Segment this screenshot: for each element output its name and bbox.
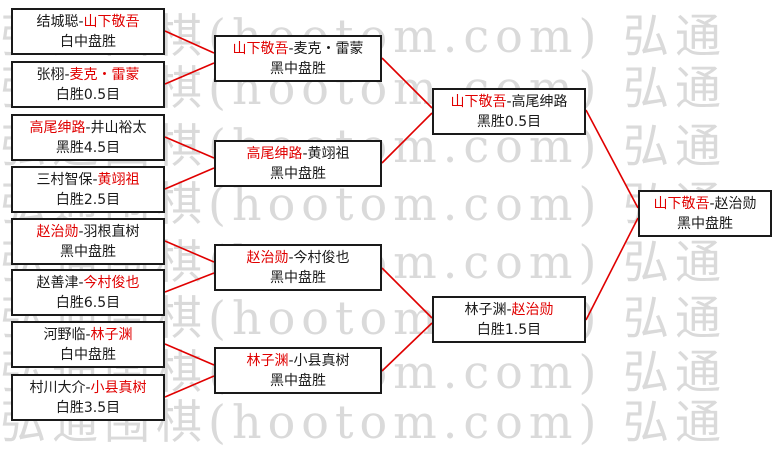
winner-name: 山下敬吾 [83,13,140,30]
winner-name: 林子渊 [90,326,133,343]
match-players: 河野临-林子渊 [43,326,133,343]
player-name: 三村智保 [36,171,93,188]
connector [164,167,215,190]
match-box: 河野临-林子渊 白中盘胜 [11,321,165,368]
winner-name: 林子渊 [246,352,289,369]
match-box: 山下敬吾-高尾绅路 黑胜0.5目 [432,88,586,135]
match-players: 高尾绅路-黄翊祖 [246,145,350,162]
player-name: 林子渊 [464,301,507,318]
winner-name: 小县真树 [90,379,147,396]
match-box: 赵善津-今村俊也 白胜6.5目 [11,269,165,316]
connector [164,272,215,293]
match-players: 三村智保-黄翊祖 [36,171,140,188]
player-name: 羽根直树 [83,223,140,240]
connector [164,343,215,366]
player-name: 井山裕太 [90,119,147,136]
player-name: 结城聪 [36,13,79,30]
match-result: 白胜1.5目 [476,321,542,338]
winner-name: 赵治勋 [246,249,289,266]
match-players: 赵治勋-羽根直树 [36,223,140,240]
player-name: 黄翊祖 [307,145,350,162]
connector [381,112,433,164]
match-box: 高尾绅路-井山裕太 黑胜4.5目 [11,114,165,161]
connector [164,240,215,263]
match-players: 山下敬吾-赵治勋 [653,195,757,212]
match-players: 张栩-麦克・雷蒙 [36,66,140,83]
match-result: 白胜3.5目 [55,399,121,416]
match-result: 黑中盘胜 [270,269,326,286]
match-result: 黑胜0.5目 [476,113,542,130]
match-box: 三村智保-黄翊祖 白胜2.5目 [11,166,165,213]
winner-name: 今村俊也 [83,274,140,291]
match-players: 高尾绅路-井山裕太 [29,119,147,136]
match-result: 黑中盘胜 [60,243,116,260]
connector [164,30,215,54]
match-result: 白胜2.5目 [55,191,121,208]
player-name: 赵治勋 [714,195,757,212]
match-result: 黑中盘胜 [270,372,326,389]
connector [381,267,433,319]
match-box: 村川大介-小县真树 白胜3.5目 [11,374,165,421]
match-box: 林子渊-小县真树 黑中盘胜 [214,347,382,394]
match-result: 黑中盘胜 [270,165,326,182]
match-box: 高尾绅路-黄翊祖 黑中盘胜 [214,140,382,187]
connector [164,62,215,85]
match-players: 赵治勋-今村俊也 [246,249,350,266]
match-players: 山下敬吾-高尾绅路 [450,93,568,110]
match-players: 林子渊-小县真树 [246,352,350,369]
match-players: 村川大介-小县真树 [29,379,147,396]
match-box: 结城聪-山下敬吾 白中盘胜 [11,8,165,55]
winner-name: 麦克・雷蒙 [69,66,140,83]
match-result: 白中盘胜 [60,346,116,363]
match-box: 张栩-麦克・雷蒙 白胜0.5目 [11,61,165,108]
winner-name: 山下敬吾 [653,195,710,212]
match-result: 黑胜4.5目 [55,139,121,156]
connector [585,109,639,209]
match-result: 白胜0.5目 [55,86,121,103]
player-name: 村川大介 [29,379,86,396]
match-result: 黑中盘胜 [677,215,733,232]
connector [381,57,433,109]
bracket-connectors [164,30,639,398]
winner-name: 赵治勋 [36,223,79,240]
match-box: 山下敬吾-麦克・雷蒙 黑中盘胜 [214,35,382,82]
player-name: 高尾绅路 [511,93,568,110]
connector [381,322,433,372]
winner-name: 山下敬吾 [232,40,289,57]
match-result: 黑中盘胜 [270,60,326,77]
match-box: 赵治勋-今村俊也 黑中盘胜 [214,244,382,291]
winner-name: 山下敬吾 [450,93,507,110]
connector [164,136,215,159]
match-players: 结城聪-山下敬吾 [36,13,140,30]
player-name: 河野临 [43,326,86,343]
player-name: 今村俊也 [293,249,350,266]
winner-name: 黄翊祖 [97,171,140,188]
player-name: 麦克・雷蒙 [293,40,364,57]
match-players: 赵善津-今村俊也 [36,274,140,291]
player-name: 小县真树 [293,352,350,369]
winner-name: 高尾绅路 [246,145,303,162]
winner-name: 赵治勋 [511,301,554,318]
winner-name: 高尾绅路 [29,119,86,136]
final-match-box: 山下敬吾-赵治勋 黑中盘胜 [638,190,772,237]
match-box: 赵治勋-羽根直树 黑中盘胜 [11,218,165,265]
player-name: 赵善津 [36,274,79,291]
match-result: 白胜6.5目 [55,294,121,311]
connector [585,217,639,321]
connector [164,375,215,398]
match-players: 林子渊-赵治勋 [464,301,554,318]
match-players: 山下敬吾-麦克・雷蒙 [232,40,364,57]
player-name: 张栩 [36,66,65,83]
match-result: 白中盘胜 [60,33,116,50]
match-box: 林子渊-赵治勋 白胜1.5目 [432,296,586,343]
